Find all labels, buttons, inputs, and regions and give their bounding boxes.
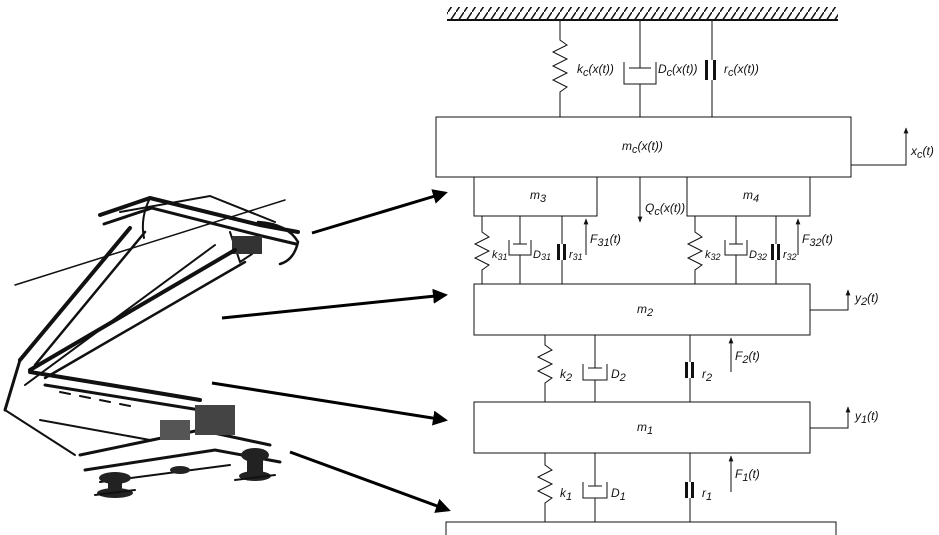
d32-label: D32 — [749, 249, 767, 262]
y1-label: y1(t) — [854, 409, 878, 426]
arrow-to-head — [311, 189, 448, 235]
mass-m2-box — [473, 283, 811, 336]
pantograph-drawing — [3, 194, 300, 498]
dc-label: Dc(x(t)) — [658, 62, 698, 79]
mass-m3-box — [473, 176, 598, 217]
right-head-suspension — [686, 216, 801, 284]
kc-label: kc(x(t)) — [577, 62, 614, 79]
left-head-suspension — [473, 216, 589, 284]
base-frame-box — [445, 521, 837, 535]
lower-suspension — [536, 453, 734, 522]
k1-label: k1 — [560, 486, 572, 503]
f32-label: F32(t) — [802, 232, 833, 249]
f2-label: F2(t) — [735, 349, 760, 366]
k2-label: k2 — [560, 367, 572, 384]
r1-label: r1 — [702, 486, 712, 503]
d31-label: D31 — [533, 249, 551, 262]
mass-m4-box — [686, 176, 811, 217]
f31-label: F31(t) — [590, 232, 621, 249]
f1-label: F1(t) — [735, 467, 760, 484]
k31-label: k31 — [492, 249, 508, 262]
r32-label: r32 — [783, 249, 797, 262]
arrow-to-m2 — [221, 288, 448, 320]
d2-label: D2 — [611, 367, 626, 384]
qc-label: Qc(x(t)) — [645, 201, 685, 218]
mass-m1-box — [473, 401, 811, 454]
damper-icon — [623, 20, 657, 117]
k32-label: k32 — [705, 249, 721, 262]
xc-label: xc(t) — [910, 144, 934, 161]
mass-mc-box — [435, 116, 852, 178]
mass-m1-label: m1 — [637, 420, 653, 437]
y2-label: y2(t) — [854, 291, 878, 308]
r2-label: r2 — [702, 367, 712, 384]
mass-m4-label: m4 — [743, 188, 759, 205]
mass-mc-label: mc(x(t)) — [622, 139, 663, 156]
mass-m3-label: m3 — [530, 188, 547, 205]
mass-m2-label: m2 — [637, 302, 653, 319]
middle-suspension — [536, 335, 734, 402]
friction-icon — [705, 20, 716, 117]
spring-icon — [551, 20, 569, 117]
arrow-to-base — [289, 450, 451, 513]
d1-label: D1 — [611, 486, 626, 503]
r31-label: r31 — [569, 249, 583, 262]
ground-hatch — [447, 7, 838, 21]
rc-label: rc(x(t)) — [724, 62, 759, 79]
arrow-to-m1 — [211, 381, 448, 426]
